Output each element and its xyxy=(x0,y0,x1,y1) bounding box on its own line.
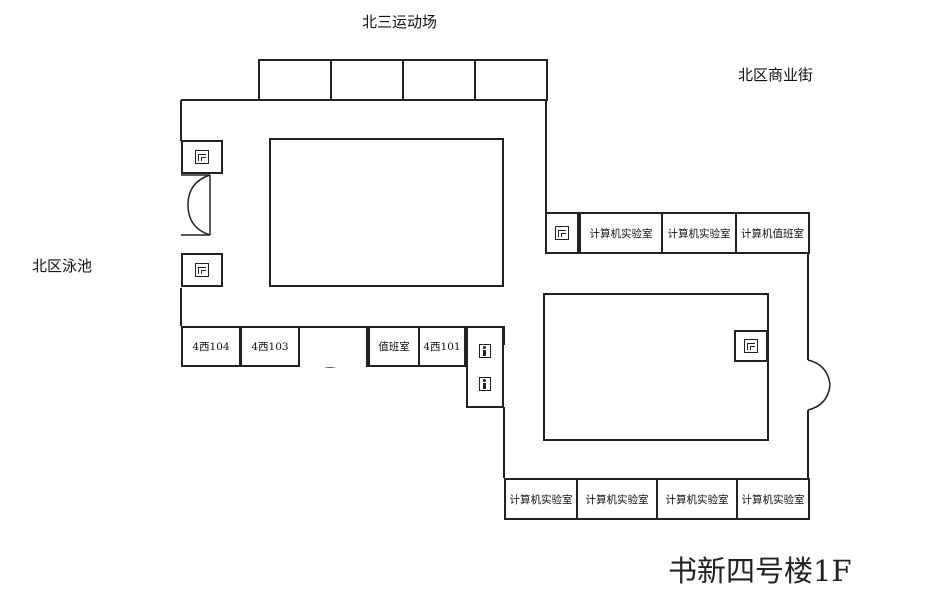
courtyard-west xyxy=(269,138,504,287)
room-north-2 xyxy=(330,59,404,101)
stairs-east-inner xyxy=(734,330,768,362)
entrance-hall xyxy=(298,326,368,367)
stairs-east-upper xyxy=(545,212,579,254)
room-lab-bottom-1: 计算机实验室 xyxy=(504,478,578,520)
stairs-west-lower xyxy=(181,253,223,287)
floor-title: 书新四号楼1F xyxy=(668,554,852,588)
toilet-icon xyxy=(479,377,491,392)
courtyard-east xyxy=(543,293,769,441)
toilet-block xyxy=(466,326,504,408)
room-duty-top: 计算机值班室 xyxy=(735,212,810,254)
label-north-street: 北区商业街 xyxy=(738,66,814,84)
stairs-icon xyxy=(744,339,758,353)
stairs-icon xyxy=(555,226,569,240)
door-icon-west xyxy=(181,174,211,236)
stairs-west-upper xyxy=(181,140,223,174)
room-north-3 xyxy=(402,59,476,101)
label-north-stadium: 北三运动场 xyxy=(362,13,438,31)
room-lab-bottom-2: 计算机实验室 xyxy=(576,478,658,520)
room-lab-bottom-3: 计算机实验室 xyxy=(656,478,738,520)
room-duty: 值班室 xyxy=(368,326,420,367)
room-lab-top-2: 计算机实验室 xyxy=(661,212,737,254)
label-north-pool: 北区泳池 xyxy=(32,257,93,275)
room-lab-top-1: 计算机实验室 xyxy=(579,212,663,254)
room-west-101: 4西101 xyxy=(418,326,466,367)
toilet-icon xyxy=(479,344,491,359)
stairs-icon xyxy=(195,263,209,277)
room-west-104: 4西104 xyxy=(181,326,241,367)
stairs-icon xyxy=(195,150,209,164)
room-north-4 xyxy=(474,59,548,101)
room-west-103: 4西103 xyxy=(240,326,300,367)
door-icon-east xyxy=(807,359,831,411)
room-north-1 xyxy=(258,59,332,101)
room-lab-bottom-4: 计算机实验室 xyxy=(736,478,810,520)
